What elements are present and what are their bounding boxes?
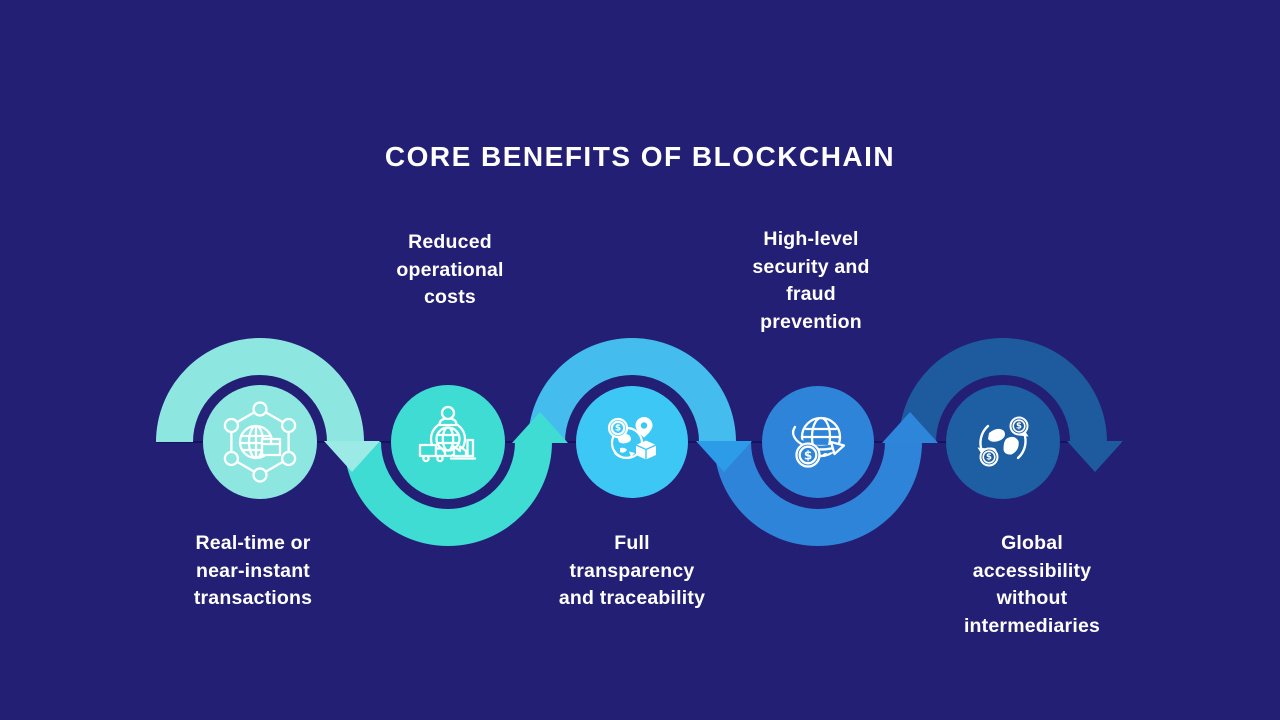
person <box>438 405 458 427</box>
arrow-up-icon <box>882 412 938 443</box>
factory <box>449 438 477 460</box>
step-label-2: Reduced operational costs <box>396 231 504 308</box>
dollar-coin-icon: $ <box>1009 416 1029 436</box>
location-pin-icon <box>635 417 653 438</box>
supply-chain-icon <box>418 405 477 463</box>
package-box <box>635 440 657 461</box>
arc-band-5 <box>899 338 1107 442</box>
dollar-coin-icon: $ <box>795 442 821 468</box>
arc-step-4 <box>714 412 938 546</box>
arrow-up-icon <box>512 412 568 443</box>
package-box <box>260 437 282 457</box>
arc-band-4 <box>714 442 922 546</box>
step-circle-4 <box>762 386 874 498</box>
arc-step-1 <box>156 338 380 472</box>
traceability-icon: $ <box>607 417 657 461</box>
dollar-coin-icon: $ <box>607 417 629 439</box>
arc-band-1 <box>156 338 364 442</box>
global-currency-icon: $ $ <box>977 416 1029 467</box>
dollar-coin-icon: $ <box>979 447 999 467</box>
svg-text:$: $ <box>615 424 621 434</box>
arrow-down-icon <box>1067 441 1123 472</box>
secure-global-transfer-icon: $ <box>789 416 846 468</box>
arc-step-3 <box>528 338 752 472</box>
network-nodes <box>223 401 297 483</box>
page-title: CORE BENEFITS OF BLOCKCHAIN <box>384 141 896 172</box>
svg-text:$: $ <box>804 449 812 463</box>
step-circle-5 <box>946 385 1060 499</box>
continent <box>620 447 627 453</box>
truck <box>418 443 447 463</box>
arrow-down-icon <box>324 441 380 472</box>
step-label-1: Real-time or near-instant transactions <box>193 532 313 609</box>
arrow-down-icon <box>696 441 752 472</box>
step-label-4: High-level security and fraud prevention <box>752 228 870 333</box>
step-circle-3 <box>576 386 688 498</box>
blockchain-network-icon <box>223 401 297 483</box>
svg-text:$: $ <box>1016 422 1022 432</box>
arc-band-2 <box>344 442 552 546</box>
arc-step-5 <box>899 338 1123 472</box>
arc-step-2 <box>344 412 568 546</box>
step-label-3: Full transparency and traceability <box>558 532 706 609</box>
step-label-5: Global accessibility without intermediar… <box>963 532 1101 637</box>
cycle-arrow <box>613 451 633 459</box>
svg-text:$: $ <box>986 453 992 463</box>
arc-band-3 <box>528 338 736 442</box>
